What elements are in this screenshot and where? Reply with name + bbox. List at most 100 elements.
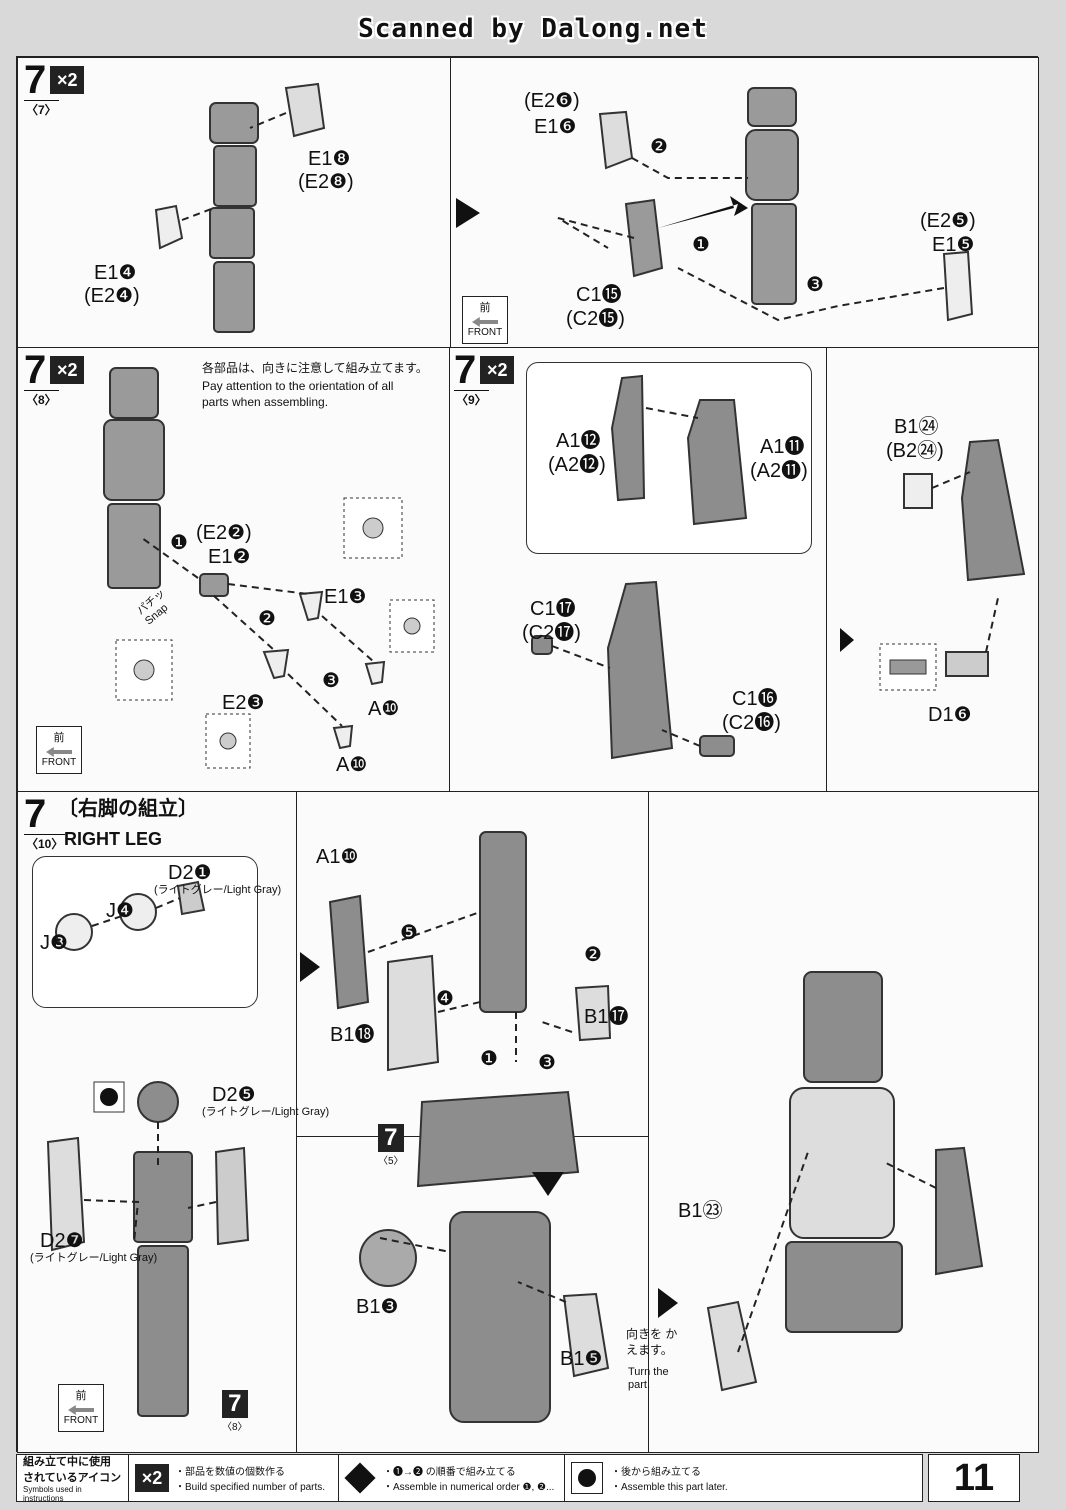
part-label: C1⓱ xyxy=(530,598,576,620)
scan-watermark: Scanned by Dalong.net xyxy=(358,14,708,44)
legend-order: ・❶→❷ の順番で組み立てる ・Assemble in numerical or… xyxy=(339,1455,565,1501)
part-label: (C2⓱) xyxy=(522,622,581,644)
multiplier-icon: ×2 xyxy=(50,356,85,384)
order-marker: ❶ xyxy=(170,532,188,554)
panel-step-7-9: 7 ×2 〈9〉 xyxy=(449,347,1039,793)
multiplier-icon: ×2 xyxy=(50,66,85,94)
note-en: Pay attention to the orientation of all … xyxy=(202,379,394,409)
order-marker: ❹ xyxy=(436,988,454,1010)
legend-x2-ja: ・部品を数値の個数作る xyxy=(175,1467,285,1478)
part-label: (E2❹) xyxy=(84,285,140,307)
step-number: 7 xyxy=(24,348,47,392)
part-label: J❹ xyxy=(106,900,134,922)
section-title-ja: 〔右脚の組立〕 xyxy=(58,798,198,820)
step-sub: 〈8〉 xyxy=(24,390,59,408)
part-label: E1❷ xyxy=(208,546,251,568)
multiplier-icon: ×2 xyxy=(480,356,515,384)
detail-callout xyxy=(526,362,812,554)
icon-legend: 組み立て中に使用 されているアイコン Symbols used in instr… xyxy=(16,1454,923,1503)
step-badge: 7 ×2 〈7〉 xyxy=(24,58,85,117)
leg-frame-illustration xyxy=(154,82,974,333)
part-label: E2❸ xyxy=(222,692,265,714)
step-number: 7 xyxy=(24,58,47,102)
step-number: 7 xyxy=(24,792,47,836)
part-label: D1❻ xyxy=(928,704,972,726)
step-badge: 7 〈10〉 xyxy=(24,792,66,851)
legend-later-en: ・Assemble this part later. xyxy=(611,1482,728,1493)
gray-note: (ライトグレー/Light Gray) xyxy=(30,1252,158,1264)
ref-step-number: 7 xyxy=(378,1124,404,1152)
part-label: E1❺ xyxy=(932,234,975,256)
part-label: B1㉔ xyxy=(894,416,939,438)
legend-title-ja: 組み立て中に使用 されているアイコン xyxy=(23,1456,122,1484)
note-ja: 各部品は、向きに注意して組み立てます。 xyxy=(202,361,428,375)
part-label: (E2❺) xyxy=(920,210,976,232)
step-badge: 7 ×2 〈9〉 xyxy=(454,348,515,407)
turn-note-ja: 向きを かえます。 xyxy=(626,1327,678,1357)
ref-step-5: 7 〈5〉 xyxy=(378,1124,404,1167)
turn-note-en: Turn the part. xyxy=(628,1366,669,1391)
step-sub: 〈10〉 xyxy=(24,834,66,852)
part-label: B1⓲ xyxy=(330,1024,375,1046)
divider xyxy=(826,348,827,792)
part-label: D2❺ xyxy=(212,1084,256,1106)
order-marker: ❸ xyxy=(322,670,340,692)
front-orientation-icon: 前 FRONT xyxy=(58,1384,104,1432)
part-label: B1⓱ xyxy=(584,1006,629,1028)
part-label: A1⓫ xyxy=(760,436,805,458)
part-label: A1⓬ xyxy=(556,430,601,452)
order-marker: ❷ xyxy=(258,608,276,630)
ref-step-sub: 〈5〉 xyxy=(378,1156,404,1167)
order-marker: ❷ xyxy=(650,136,668,158)
part-label: A1❿ xyxy=(316,846,359,868)
arrow-icon xyxy=(46,747,72,757)
front-kanji: 前 xyxy=(75,1390,87,1402)
multiplier-icon: ×2 xyxy=(135,1464,169,1492)
part-label: (E2❷) xyxy=(196,522,252,544)
page-number: 11 xyxy=(928,1454,1020,1502)
step-sub: 〈7〉 xyxy=(24,100,59,118)
circle-icon xyxy=(578,1469,596,1487)
part-label: D2❶ xyxy=(168,862,212,884)
order-marker: ❺ xyxy=(400,922,418,944)
part-label: B1㉓ xyxy=(678,1200,723,1222)
order-diamond-icon xyxy=(344,1462,376,1494)
part-label: E1❻ xyxy=(534,116,577,138)
legend-x2-en: ・Build specified number of parts. xyxy=(175,1482,326,1493)
gray-note: (ライトグレー/Light Gray) xyxy=(202,1106,330,1118)
order-marker: ❶ xyxy=(692,234,710,256)
part-label: (C2⓰) xyxy=(722,712,781,734)
assemble-later-icon xyxy=(571,1462,603,1494)
legend-order-en: ・Assemble in numerical order ❶, ❷... xyxy=(383,1482,555,1493)
legend-order-ja: ・❶→❷ の順番で組み立てる xyxy=(383,1467,516,1478)
part-label: (E2❽) xyxy=(298,171,354,193)
panel-step-7-10: 7 〈10〉 〔右脚の組立〕 RIGHT LEG xyxy=(17,791,1039,1453)
side-armor-illustration xyxy=(531,374,1026,760)
ref-step-8: 7 〈8〉 xyxy=(222,1390,248,1433)
part-label: E1❸ xyxy=(324,586,367,608)
step-number: 7 xyxy=(454,348,477,392)
part-label: (C2⓯) xyxy=(566,308,625,330)
front-orientation-icon: 前 FRONT xyxy=(462,296,508,344)
part-label: A❿ xyxy=(368,698,400,720)
right-leg-illustration xyxy=(46,831,984,1423)
divider xyxy=(648,792,649,1452)
legend-x2: ×2 ・部品を数値の個数作る ・Build specified number o… xyxy=(129,1455,339,1501)
part-label: (E2❻) xyxy=(524,90,580,112)
section-title-en: RIGHT LEG xyxy=(64,829,162,849)
part-label: E1❽ xyxy=(308,148,351,170)
part-label: J❸ xyxy=(40,932,68,954)
step-badge: 7 ×2 〈8〉 xyxy=(24,348,85,407)
divider xyxy=(450,58,451,348)
panel-step-7-7: 7 ×2 〈7〉 xyxy=(17,57,1039,349)
legend-title-en: Symbols used in instructions xyxy=(23,1485,82,1503)
legend-later: ・後から組み立てる ・Assemble this part later. xyxy=(565,1455,922,1501)
part-label: (A2⓬) xyxy=(548,454,606,476)
part-label: E1❹ xyxy=(94,262,137,284)
order-marker: ❸ xyxy=(538,1052,556,1074)
part-label: B1❸ xyxy=(356,1296,399,1318)
step-sub: 〈9〉 xyxy=(454,390,489,408)
divider xyxy=(296,792,297,1452)
leg-frame-illustration xyxy=(103,367,435,769)
front-kanji: 前 xyxy=(53,732,65,744)
